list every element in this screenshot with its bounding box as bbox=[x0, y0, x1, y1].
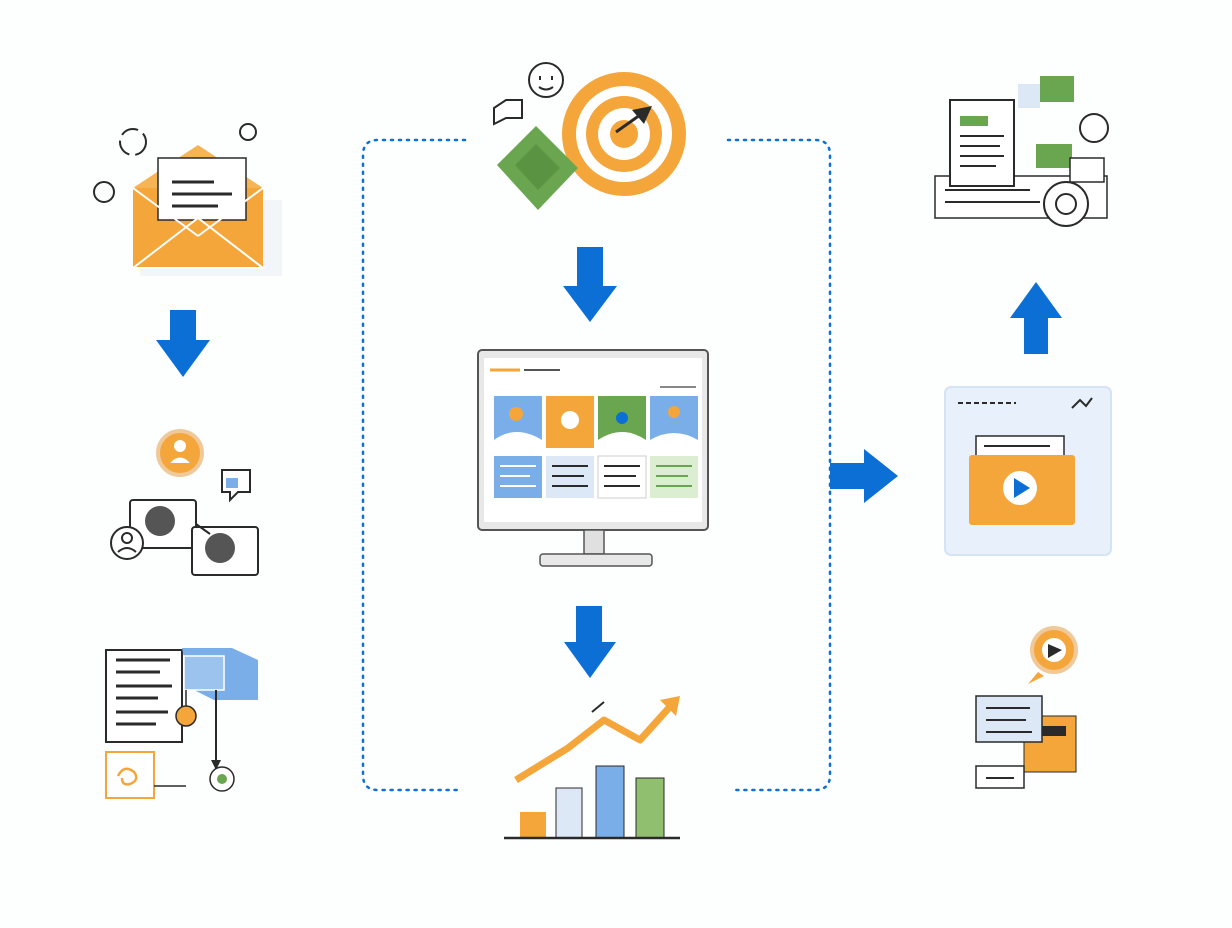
people-network-icon bbox=[110, 429, 259, 576]
arrow-up-icon bbox=[1010, 282, 1062, 354]
chat-documents-icon bbox=[975, 626, 1078, 789]
document-stack-icon bbox=[934, 76, 1109, 227]
arrow-down-icon bbox=[563, 247, 617, 322]
video-folder-icon bbox=[944, 386, 1112, 556]
monitor-dashboard-icon bbox=[477, 349, 709, 567]
arrow-right-icon bbox=[830, 449, 898, 503]
growth-chart-icon bbox=[504, 696, 680, 840]
arrow-down-icon bbox=[156, 310, 210, 377]
document-flow-icon bbox=[105, 648, 258, 799]
arrow-down-icon bbox=[564, 606, 616, 678]
envelope-icon bbox=[93, 123, 282, 276]
target-goal-icon bbox=[493, 62, 686, 210]
